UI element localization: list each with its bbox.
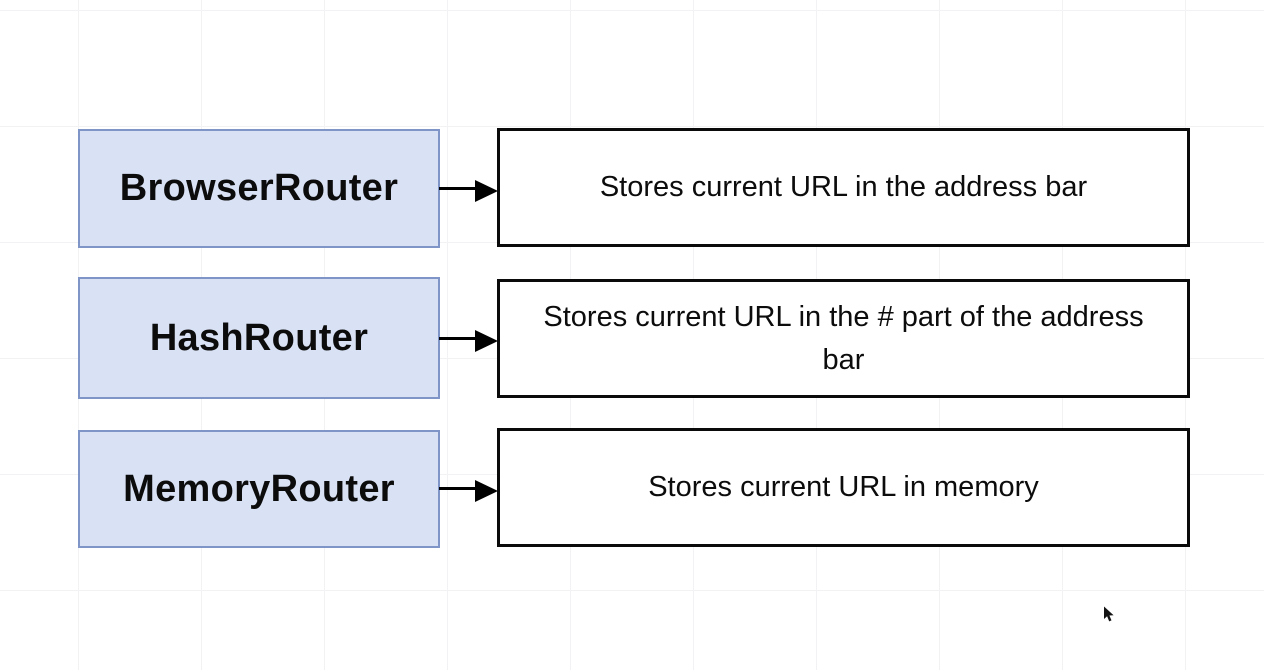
router-node-browserrouter: BrowserRouter [78, 129, 440, 248]
router-node-memoryrouter: MemoryRouter [78, 430, 440, 548]
router-node-label: MemoryRouter [123, 467, 395, 510]
description-text: Stores current URL in the # part of the … [543, 301, 1144, 376]
router-node-label: HashRouter [149, 316, 369, 359]
arrow-right-icon [439, 180, 498, 202]
router-node-label: BrowserRouter [119, 167, 399, 209]
description-box-memoryrouter: Stores current URL in memory [497, 428, 1190, 547]
description-box-hashrouter: Stores current URL in the # part of the … [497, 279, 1190, 398]
description-text: Stores current URL in the address bar [599, 171, 1088, 204]
description-box-browserrouter: Stores current URL in the address bar [497, 128, 1190, 247]
router-node-hashrouter: HashRouter [78, 277, 440, 399]
arrow-right-icon [439, 330, 498, 352]
description-text: Stores current URL in memory [648, 471, 1039, 504]
mouse-pointer-icon [1104, 606, 1114, 622]
arrow-right-icon [439, 480, 498, 502]
